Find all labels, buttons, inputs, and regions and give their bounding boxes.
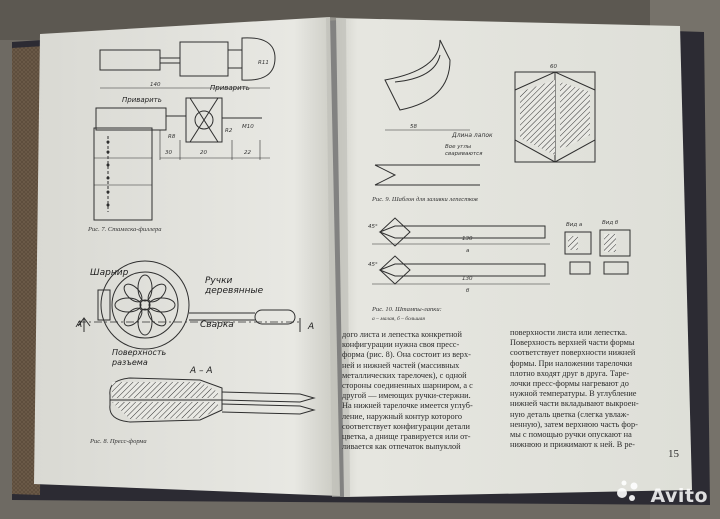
fig10-label-b: б: [466, 288, 470, 294]
left-page: [34, 17, 340, 496]
fig10-caption: Рис. 10. Штампы-лапки:: [372, 306, 442, 313]
avito-watermark: Avito: [650, 485, 708, 507]
avito-watermark-text: Avito: [650, 485, 708, 507]
fig8-label-section-a-2: А: [308, 322, 315, 332]
fig10-angle-45a: 45°: [368, 224, 378, 230]
fig8-label-surface: Поверхность разъема: [112, 348, 167, 367]
fig7-dim-30: 30: [165, 150, 172, 156]
fig8-label-section-title: А – А: [190, 366, 213, 376]
fig7-dim-r11: R11: [258, 60, 269, 66]
fig9-dim-58: 58: [410, 124, 417, 130]
fig8-label-hinge: Шарнир: [90, 268, 129, 278]
fig10-dim-130a: 130: [462, 236, 473, 242]
fig10-label-view-b: Вид б: [602, 220, 619, 226]
fig8-label-weld: Сварка: [200, 320, 234, 330]
fig10-angle-45b: 45°: [368, 262, 378, 268]
page-number: 15: [668, 448, 679, 460]
fig9-label-lobe-angle: Вое углы свариваются: [445, 144, 483, 157]
fig7-dim-r8: R8: [168, 134, 176, 140]
figure-8-drawing: [77, 260, 316, 423]
fig7-dim-140: 140: [150, 82, 161, 88]
fig9-caption: Рис. 9. Шаблон для заливки лепестков: [372, 196, 478, 203]
fig10-label-view-a: Вид а: [566, 222, 583, 228]
figure-9-drawing: [374, 39, 596, 186]
fig10-label-a: а: [466, 248, 470, 254]
fig9-dim-60: 60: [550, 64, 557, 70]
right-page: [336, 18, 692, 497]
fig8-caption: Рис. 8. Пресс-форма: [90, 438, 147, 445]
fig7-dim-m10: M10: [242, 124, 254, 130]
avito-logo-icon: [617, 480, 638, 501]
fig8-label-section-a: А: [76, 320, 83, 330]
figure-7-drawing: [93, 37, 276, 221]
fig9-label-petal-length: Длина лапок: [452, 132, 493, 139]
figure-10-drawing: [372, 217, 631, 285]
fig7-label-privarit-2: Приварить: [122, 96, 162, 104]
fig7-caption: Рис. 7. Стамеска-филлера: [88, 226, 162, 233]
fig10-dim-130b: 130: [462, 276, 473, 282]
fig7-label-privarit: Приварить: [210, 84, 250, 92]
fig7-dim-r2: R2: [225, 128, 233, 134]
fig10-subcaption: а – малая, б – большая: [372, 316, 425, 322]
fig8-label-handles: Ручки деревянные: [205, 276, 264, 296]
fig7-dim-22: 22: [244, 150, 251, 156]
fig7-dim-20: 20: [200, 150, 207, 156]
body-text-column-1: дого листа и лепестка конкретной конфигу…: [342, 330, 473, 452]
body-text-column-2: поверхности листа или лепестка. Поверхно…: [510, 328, 639, 450]
